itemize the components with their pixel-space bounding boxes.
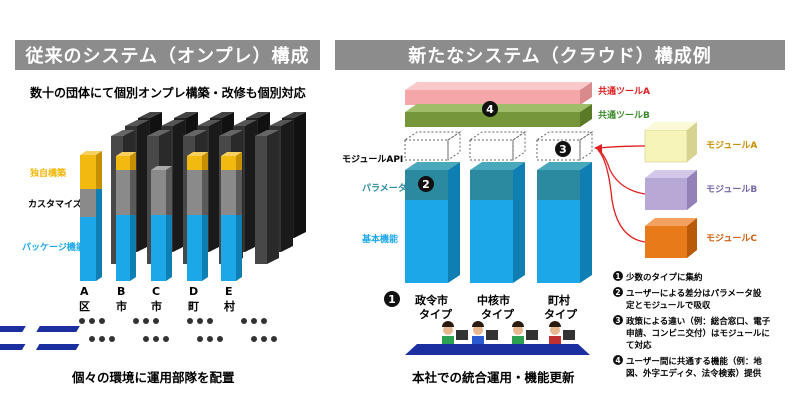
staff-1 bbox=[442, 321, 468, 344]
left-header: 従来のシステム（オンプレ）構成 bbox=[15, 40, 320, 70]
note-bullet-2: 2 bbox=[613, 287, 623, 297]
col-e-bottom: 村 bbox=[224, 300, 235, 313]
team-2 bbox=[133, 318, 159, 324]
module-c-cube bbox=[645, 218, 697, 258]
team-1 bbox=[79, 318, 105, 324]
bar-front-d bbox=[187, 152, 208, 281]
svg-text:4: 4 bbox=[486, 103, 494, 116]
note-bullet-3: 3 bbox=[613, 315, 623, 325]
module-b-cube bbox=[645, 170, 697, 210]
type-3-line2: タイプ bbox=[544, 308, 577, 321]
module-arrows bbox=[594, 144, 646, 243]
label-parameter: パラメータ bbox=[362, 184, 407, 194]
staff-4 bbox=[549, 321, 575, 344]
module-b-label: モジュールB bbox=[706, 185, 758, 195]
staff-2 bbox=[472, 321, 498, 344]
badge-4: 4 bbox=[482, 101, 498, 117]
svg-text:3: 3 bbox=[615, 316, 620, 325]
module-c-label: モジュールC bbox=[706, 234, 757, 244]
col-b-bottom: 市 bbox=[116, 300, 127, 313]
col-e-top: E bbox=[225, 285, 233, 298]
left-front-bars bbox=[80, 151, 242, 281]
note-4-line2: 図、外字エディタ、法令検索）提供 bbox=[626, 369, 762, 379]
note-bullet-1: 1 bbox=[613, 271, 623, 281]
tool-a-label: 共通ツールA bbox=[598, 87, 650, 97]
col-b-top: B bbox=[117, 285, 126, 298]
svg-text:2: 2 bbox=[615, 288, 620, 297]
staff-group bbox=[405, 321, 590, 355]
label-package: パッケージ機能 bbox=[22, 243, 85, 253]
bar-front-b bbox=[116, 152, 136, 281]
col-a-bottom: 区 bbox=[79, 300, 90, 313]
bar-front-a bbox=[80, 151, 102, 281]
type-1-line1: 政令市 bbox=[415, 294, 448, 307]
col-c-top: C bbox=[152, 285, 161, 298]
staff-3 bbox=[512, 321, 538, 344]
bar-front-c bbox=[151, 166, 172, 281]
type-column-1 bbox=[403, 131, 462, 283]
type-3-line1: 町村 bbox=[548, 294, 570, 307]
label-module-api: モジュールAPI bbox=[342, 155, 404, 165]
col-a-top: A bbox=[80, 285, 89, 298]
left-caption: 個々の環境に運用部隊を配置 bbox=[72, 370, 235, 385]
col-c-bottom: 市 bbox=[151, 300, 162, 313]
note-1-line1: 少数のタイプに集約 bbox=[626, 273, 703, 283]
badge-2: 2 bbox=[418, 176, 434, 192]
note-3-line3: て対応 bbox=[626, 341, 652, 351]
tool-a-slab bbox=[405, 82, 592, 105]
note-bullet-4: 4 bbox=[613, 355, 623, 365]
col-d-top: D bbox=[189, 285, 199, 298]
tool-b-label: 共通ツールB bbox=[598, 111, 650, 121]
team-4 bbox=[36, 318, 267, 332]
type-2-line2: タイプ bbox=[481, 308, 514, 321]
tool-b-slab bbox=[405, 104, 592, 127]
left-back-bars bbox=[111, 112, 306, 264]
label-basic: 基本機能 bbox=[362, 235, 399, 245]
col-d-bottom: 町 bbox=[188, 300, 199, 313]
note-2-line1: ユーザーによる差分はパラメータ設 bbox=[626, 289, 762, 299]
module-a-label: モジュールA bbox=[706, 141, 758, 151]
label-customize: カスタマイズ bbox=[28, 200, 82, 210]
note-3-line2: 申請、コンビニ交付）はモジュールに bbox=[626, 329, 770, 339]
team-8 bbox=[35, 336, 277, 350]
right-header: 新たなシステム（クラウド）構成例 bbox=[335, 40, 785, 70]
label-custom: 独自構築 bbox=[30, 169, 67, 179]
module-a-cube bbox=[644, 122, 697, 163]
operation-teams bbox=[0, 318, 277, 350]
bar-back-1-5 bbox=[255, 130, 279, 264]
svg-text:1: 1 bbox=[615, 272, 620, 281]
note-4-line1: ユーザー間に共通する機能（例：地 bbox=[626, 357, 762, 367]
bar-front-e bbox=[221, 152, 242, 281]
team-7 bbox=[0, 336, 223, 350]
svg-text:3: 3 bbox=[559, 143, 567, 156]
svg-text:2: 2 bbox=[422, 178, 430, 191]
type-1-line2: タイプ bbox=[419, 308, 452, 321]
type-column-3 bbox=[535, 131, 594, 283]
type-2-line1: 中核市 bbox=[477, 294, 510, 307]
badge-3: 3 bbox=[555, 141, 571, 157]
team-6 bbox=[143, 336, 169, 342]
note-2-line2: 定とモジュールで吸収 bbox=[626, 301, 711, 311]
type-column-2 bbox=[468, 131, 527, 283]
left-subtitle: 数十の団体にて個別オンプレ構築・改修も個別対応 bbox=[30, 86, 306, 100]
note-3-line1: 政策による違い（例：総合窓口、電子 bbox=[626, 317, 771, 327]
badge-1: 1 bbox=[384, 291, 400, 307]
svg-text:4: 4 bbox=[615, 356, 620, 365]
svg-text:1: 1 bbox=[388, 293, 396, 306]
team-3 bbox=[0, 318, 213, 332]
right-caption: 本社での統合運用・機能更新 bbox=[412, 370, 575, 385]
team-5 bbox=[89, 336, 115, 342]
